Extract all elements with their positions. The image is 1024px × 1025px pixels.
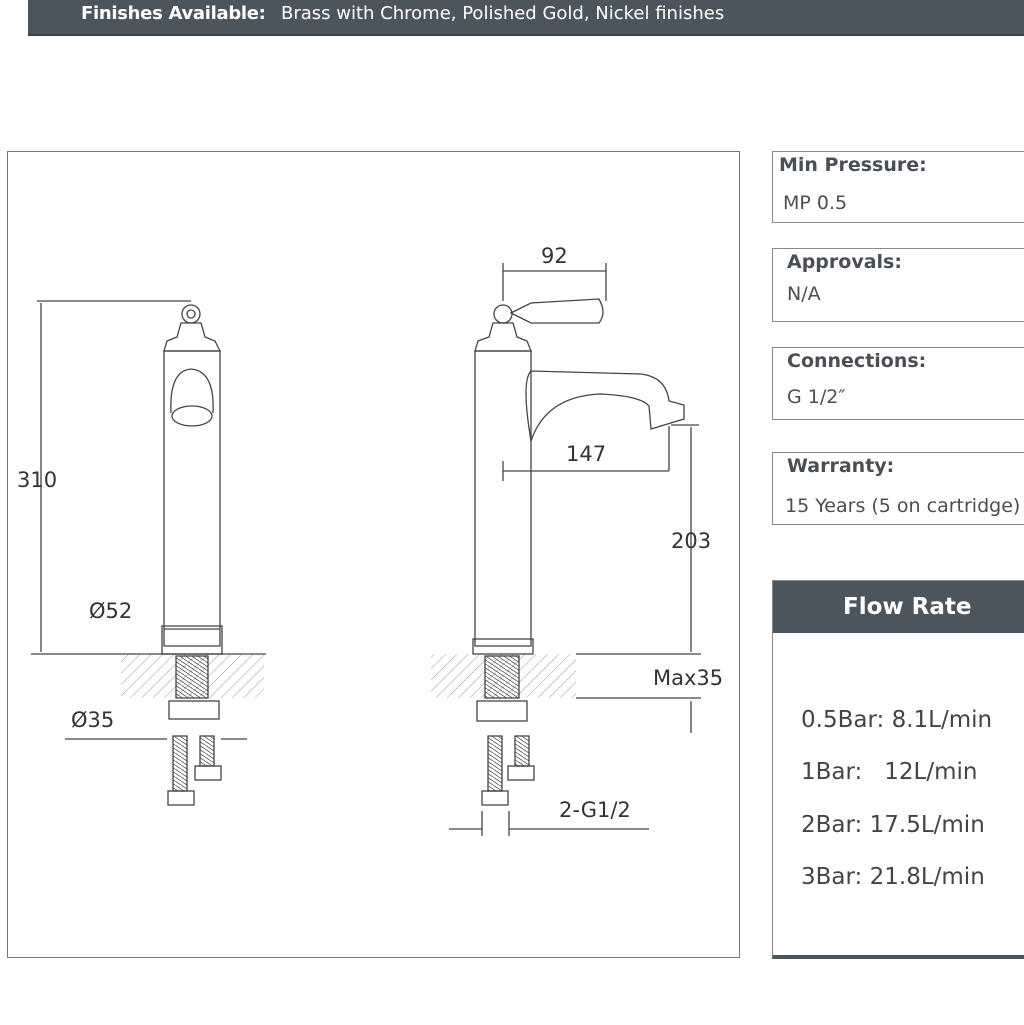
dim-max-counter: Max35 [653, 666, 723, 690]
spec-value: MP 0.5 [783, 192, 848, 214]
flow-row: 3Bar: 21.8L/min [801, 864, 985, 890]
flow-row: 2Bar: 17.5L/min [801, 812, 985, 838]
front-view [31, 300, 266, 806]
dim-height-total: 310 [17, 468, 57, 492]
spec-value: G 1/2″ [787, 386, 846, 408]
dim-body-diameter: Ø52 [89, 599, 132, 623]
dim-handle-width: 92 [541, 244, 568, 268]
spec-title: Warranty: [787, 455, 895, 477]
flow-rate-title: Flow Rate [773, 581, 1024, 633]
flow-pressure: 2Bar: [801, 812, 863, 838]
flow-pressure: 3Bar: [801, 864, 863, 890]
flow-rate: 8.1L/min [891, 707, 993, 733]
dim-spout-height: 203 [671, 529, 711, 553]
spec-title: Min Pressure: [779, 154, 927, 176]
spec-min-pressure: Min Pressure: MP 0.5 [772, 151, 1024, 223]
flow-rate-panel: Flow Rate 0.5Bar: 8.1L/min 1Bar: 12L/min… [772, 580, 1024, 959]
finishes-value: Brass with Chrome, Polished Gold, Nickel… [281, 3, 725, 24]
spec-approvals: Approvals: N/A [772, 248, 1024, 322]
finishes-label: Finishes Available: [81, 3, 266, 24]
technical-drawing: 310 Ø52 Ø35 92 147 203 Max35 2-G1/2 [7, 151, 740, 958]
finishes-bar: Finishes Available: Brass with Chrome, P… [28, 0, 1024, 36]
flow-rate: 12L/min [884, 759, 978, 785]
flow-pressure: 0.5Bar: [801, 707, 885, 733]
flow-row: 1Bar: 12L/min [801, 759, 977, 785]
spec-connections: Connections: G 1/2″ [772, 347, 1024, 420]
spec-warranty: Warranty: 15 Years (5 on cartridge) [772, 452, 1024, 525]
side-view [431, 263, 701, 836]
dim-connection: 2-G1/2 [559, 798, 631, 822]
flow-row: 0.5Bar: 8.1L/min [801, 707, 992, 733]
spec-title: Approvals: [787, 251, 902, 273]
spec-value: 15 Years (5 on cartridge) [785, 495, 1021, 517]
dim-spout-reach: 147 [566, 442, 606, 466]
flow-pressure: 1Bar: [801, 759, 863, 785]
flow-rate: 17.5L/min [869, 812, 985, 838]
spec-title: Connections: [787, 350, 927, 372]
flow-rate: 21.8L/min [869, 864, 985, 890]
dim-base-diameter: Ø35 [71, 708, 114, 732]
spec-value: N/A [787, 283, 821, 305]
